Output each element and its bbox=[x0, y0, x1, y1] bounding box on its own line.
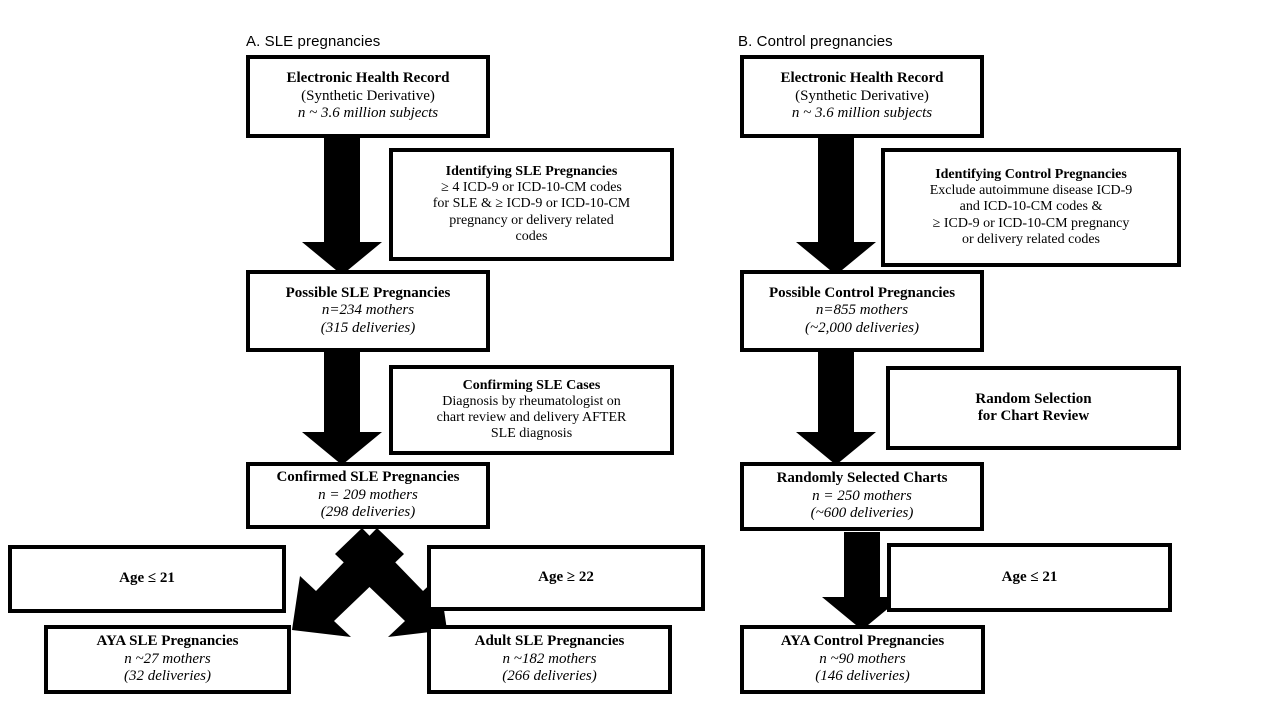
box-a-confirmed-line2: n = 209 mothers bbox=[318, 486, 418, 503]
arrow-b-ehr-to-possible bbox=[796, 134, 876, 275]
box-b-electronic-health-record[interactable]: Electronic Health Record (Synthetic Deri… bbox=[740, 55, 984, 138]
box-b-random-selection-for-chart-review[interactable]: Random Selection for Chart Review bbox=[886, 366, 1181, 450]
box-b-ehr-line3: n ~ 3.6 million subjects bbox=[791, 105, 933, 122]
panel-a-caption: A. SLE pregnancies bbox=[246, 33, 381, 50]
box-a-confirming-sle-cases[interactable]: Confirming SLE Cases Diagnosis by rheuma… bbox=[389, 365, 674, 455]
box-b-possible-line3: (~2,000 deliveries) bbox=[805, 319, 919, 336]
box-a-possible-title: Possible SLE Pregnancies bbox=[285, 284, 451, 301]
panel-b-caption: B. Control pregnancies bbox=[738, 33, 893, 50]
box-b-randomly-selected-title: Randomly Selected Charts bbox=[776, 470, 948, 487]
box-a-identifying-line2: ≥ 4 ICD-9 or ICD-10-CM codes bbox=[441, 180, 622, 196]
box-a-possible-line2: n=234 mothers bbox=[321, 302, 415, 319]
box-a-adult-line3: (266 deliveries) bbox=[502, 668, 597, 685]
box-a-confirming-title: Confirming SLE Cases bbox=[462, 377, 601, 393]
box-a-identifying-line5: codes bbox=[515, 228, 548, 244]
box-a-identifying-title: Identifying SLE Pregnancies bbox=[445, 163, 618, 179]
box-b-identifying-line2: Exclude autoimmune disease ICD-9 bbox=[929, 183, 1133, 199]
box-b-randomly-selected-charts[interactable]: Randomly Selected Charts n = 250 mothers… bbox=[740, 462, 984, 531]
box-b-ehr-title: Electronic Health Record bbox=[780, 70, 944, 87]
arrow-a-possible-to-confirmed bbox=[302, 352, 382, 465]
box-b-aya-title: AYA Control Pregnancies bbox=[780, 633, 945, 650]
box-b-identifying-line4: ≥ ICD-9 or ICD-10-CM pregnancy bbox=[932, 215, 1130, 231]
box-a-confirmed-sle-pregnancies[interactable]: Confirmed SLE Pregnancies n = 209 mother… bbox=[246, 462, 490, 529]
box-b-possible-control-pregnancies[interactable]: Possible Control Pregnancies n=855 mothe… bbox=[740, 270, 984, 352]
box-a-confirming-line3: chart review and delivery AFTER bbox=[436, 410, 627, 425]
box-a-ehr-line3: n ~ 3.6 million subjects bbox=[297, 105, 439, 122]
box-b-identifying-line3: and ICD-10-CM codes & bbox=[959, 199, 1103, 215]
box-b-aya-line3: (146 deliveries) bbox=[815, 668, 910, 685]
box-a-possible-line3: (315 deliveries) bbox=[320, 319, 416, 336]
box-a-ehr-line2: (Synthetic Derivative) bbox=[301, 87, 435, 104]
box-a-confirming-line4: SLE diagnosis bbox=[490, 426, 573, 442]
box-a-age-le-21[interactable]: Age ≤ 21 bbox=[8, 545, 286, 613]
box-b-identifying-title: Identifying Control Pregnancies bbox=[935, 166, 1127, 182]
box-a-ehr-title: Electronic Health Record bbox=[286, 70, 450, 87]
box-b-possible-line2: n=855 mothers bbox=[815, 302, 909, 319]
box-a-confirmed-line3: (298 deliveries) bbox=[320, 504, 416, 521]
arrow-a-ehr-to-possible bbox=[302, 134, 382, 275]
box-a-adult-line2: n ~182 mothers bbox=[502, 650, 597, 667]
box-a-identifying-line4: pregnancy or delivery related bbox=[449, 212, 614, 228]
arrow-b-possible-to-randomly-selected bbox=[796, 352, 876, 465]
box-a-aya-title: AYA SLE Pregnancies bbox=[96, 633, 239, 650]
box-a-aya-line3: (32 deliveries) bbox=[123, 668, 212, 685]
box-a-identifying-line3: for SLE & ≥ ICD-9 or ICD-10-CM bbox=[432, 196, 631, 212]
box-b-aya-control-pregnancies[interactable]: AYA Control Pregnancies n ~90 mothers (1… bbox=[740, 625, 985, 694]
box-a-adult-title: Adult SLE Pregnancies bbox=[474, 633, 625, 650]
box-b-age-le-21[interactable]: Age ≤ 21 bbox=[887, 543, 1172, 612]
box-a-confirming-line2: Diagnosis by rheumatologist on bbox=[442, 393, 621, 409]
box-a-identifying-sle-pregnancies[interactable]: Identifying SLE Pregnancies ≥ 4 ICD-9 or… bbox=[389, 148, 674, 261]
box-b-identifying-control-pregnancies[interactable]: Identifying Control Pregnancies Exclude … bbox=[881, 148, 1181, 267]
box-a-possible-sle-pregnancies[interactable]: Possible SLE Pregnancies n=234 mothers (… bbox=[246, 270, 490, 352]
arrow-a-confirmed-to-aya bbox=[292, 528, 404, 637]
box-a-age-ge-22[interactable]: Age ≥ 22 bbox=[427, 545, 705, 611]
box-a-electronic-health-record[interactable]: Electronic Health Record (Synthetic Deri… bbox=[246, 55, 490, 138]
box-b-ehr-line2: (Synthetic Derivative) bbox=[795, 87, 929, 104]
box-a-aya-sle-pregnancies[interactable]: AYA SLE Pregnancies n ~27 mothers (32 de… bbox=[44, 625, 291, 694]
box-b-randomly-selected-line3: (~600 deliveries) bbox=[810, 505, 914, 522]
box-b-random-selection-title: Random Selection bbox=[975, 390, 1092, 407]
box-b-random-selection-line2: for Chart Review bbox=[977, 408, 1090, 424]
box-a-adult-sle-pregnancies[interactable]: Adult SLE Pregnancies n ~182 mothers (26… bbox=[427, 625, 672, 694]
box-b-identifying-line5: or delivery related codes bbox=[962, 231, 1100, 247]
box-b-age-le-21-label: Age ≤ 21 bbox=[1001, 568, 1058, 585]
box-a-confirmed-title: Confirmed SLE Pregnancies bbox=[276, 469, 460, 486]
box-b-possible-title: Possible Control Pregnancies bbox=[768, 284, 956, 301]
box-b-randomly-selected-line2: n = 250 mothers bbox=[812, 487, 912, 504]
box-a-aya-line2: n ~27 mothers bbox=[124, 650, 211, 667]
box-b-aya-line2: n ~90 mothers bbox=[819, 650, 906, 667]
box-a-age-le-21-label: Age ≤ 21 bbox=[119, 570, 175, 587]
box-a-age-ge-22-label: Age ≥ 22 bbox=[538, 569, 594, 586]
